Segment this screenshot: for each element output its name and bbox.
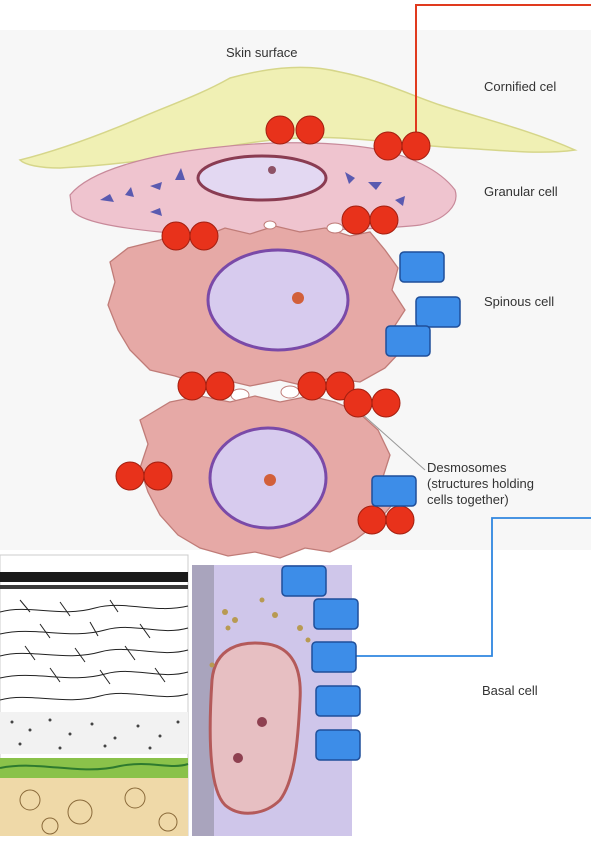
granular-cell-label: Granular cell bbox=[484, 184, 558, 199]
desmosomes-label-line1: Desmosomes bbox=[427, 460, 534, 476]
histology-inset bbox=[0, 555, 188, 836]
red-dot-marker bbox=[402, 132, 430, 160]
red-dot-marker bbox=[162, 222, 190, 250]
blue-square-marker bbox=[416, 297, 460, 327]
inset-granular-band bbox=[0, 712, 188, 754]
desmosomes-label-line2: (structures holding bbox=[427, 476, 534, 492]
desmosomes-label-line3: cells together) bbox=[427, 492, 534, 508]
spinous-nucleolus-upper bbox=[292, 292, 304, 304]
basal-nucleolus-2 bbox=[233, 753, 243, 763]
blue-square-marker bbox=[312, 642, 356, 672]
blue-square-marker bbox=[400, 252, 444, 282]
desmosomes-label: Desmosomes (structures holding cells tog… bbox=[427, 460, 534, 508]
red-dot-marker bbox=[116, 462, 144, 490]
blue-square-marker bbox=[282, 566, 326, 596]
red-dot-marker bbox=[298, 372, 326, 400]
red-dot-marker bbox=[358, 506, 386, 534]
red-dot-marker bbox=[372, 389, 400, 417]
blue-square-marker bbox=[372, 476, 416, 506]
red-dot-marker bbox=[370, 206, 398, 234]
granular-nucleolus bbox=[268, 166, 276, 174]
red-dot-marker bbox=[144, 462, 172, 490]
blue-square-marker bbox=[386, 326, 430, 356]
red-dot-marker bbox=[266, 116, 294, 144]
inset-dermis-band bbox=[0, 778, 188, 836]
granular-nucleus bbox=[198, 156, 326, 200]
spinous-nucleus-upper bbox=[208, 250, 348, 350]
basal-nucleolus-1 bbox=[257, 717, 267, 727]
spinous-cell-label: Spinous cell bbox=[484, 294, 554, 309]
inset-green-band bbox=[0, 758, 188, 778]
blue-square-marker bbox=[314, 599, 358, 629]
basal-cell-label: Basal cell bbox=[482, 683, 538, 698]
red-dot-marker bbox=[374, 132, 402, 160]
blue-square-marker bbox=[316, 686, 360, 716]
red-dot-marker bbox=[190, 222, 218, 250]
red-dot-marker bbox=[296, 116, 324, 144]
skin-surface-label: Skin surface bbox=[226, 45, 298, 60]
blue-square-marker bbox=[316, 730, 360, 760]
red-dot-marker bbox=[342, 206, 370, 234]
red-dot-marker bbox=[178, 372, 206, 400]
red-dot-marker bbox=[206, 372, 234, 400]
cornified-cell-label: Cornified cel bbox=[484, 79, 556, 94]
spinous-nucleolus-lower bbox=[264, 474, 276, 486]
red-dot-marker bbox=[386, 506, 414, 534]
basal-nucleus bbox=[210, 643, 300, 813]
red-dot-marker bbox=[344, 389, 372, 417]
